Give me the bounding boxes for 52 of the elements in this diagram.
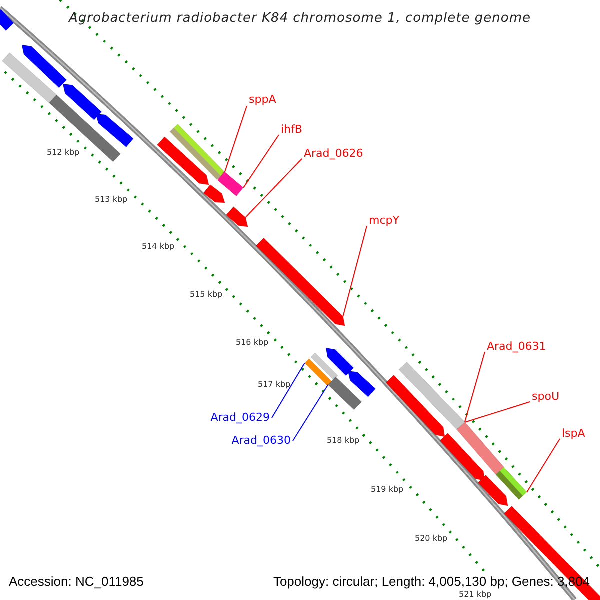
gene-bar [310,352,338,380]
leader-line [224,106,248,173]
gene-bar [328,376,362,410]
footer-text: Accession: NC_011985 [9,574,144,590]
scale-label: 513 kbp [95,195,128,205]
scale-label: 515 kbp [190,290,223,300]
scale-label: 516 kbp [236,338,269,348]
gene-bar [226,206,248,228]
leader-line [464,402,530,423]
leader-line [292,384,329,442]
gene-bar [326,348,354,376]
leader-line [526,438,560,493]
gene-bar [478,474,508,506]
leader-line [272,362,306,418]
gene-label: Arad_0629 [210,411,270,424]
gene-bar [49,94,121,162]
leader-line [243,134,280,188]
gene-label: sppA [249,93,276,106]
scale-label: 514 kbp [142,242,175,252]
gene-bar [398,362,466,430]
gene-label: ihfB [281,123,302,136]
gene-label: Arad_0630 [232,434,291,447]
title: Agrobacterium radiobacter K84 chromosome 1, complete genome [68,10,532,28]
footer-text: Topology: circular; Length: 4,005,130 bp; Genes: 3,804 [273,574,590,590]
scale-label: 518 kbp [327,436,360,446]
gene-bar [2,52,57,104]
gene-bar [456,422,504,475]
gene-bar [0,8,14,32]
scale-label: 517 kbp [258,380,291,390]
gene-bar [440,433,486,482]
scale-label: 519 kbp [371,485,404,495]
leader-line [464,352,486,423]
scale-label: 521 kbp [459,590,492,600]
gene-label: Arad_0631 [487,340,546,353]
leader-line [342,226,368,317]
scale-label: 512 kbp [47,148,80,158]
gene-bar [348,370,376,398]
gene-bar [386,374,446,438]
leader-line [245,158,302,218]
gene-bar [203,184,226,204]
gene-bar [62,84,102,120]
gene-label: lspA [562,427,586,440]
gene-bar [157,136,210,186]
gene-label: mcpY [369,214,400,227]
gene-bar [22,44,68,88]
gene-bar [304,358,332,386]
gene-label: spoU [532,390,560,403]
gene-bar [217,172,244,196]
scale-label: 520 kbp [415,534,448,544]
gene-bar [256,238,346,326]
gene-bar [96,114,134,148]
gene-label: Arad_0626 [304,147,364,160]
